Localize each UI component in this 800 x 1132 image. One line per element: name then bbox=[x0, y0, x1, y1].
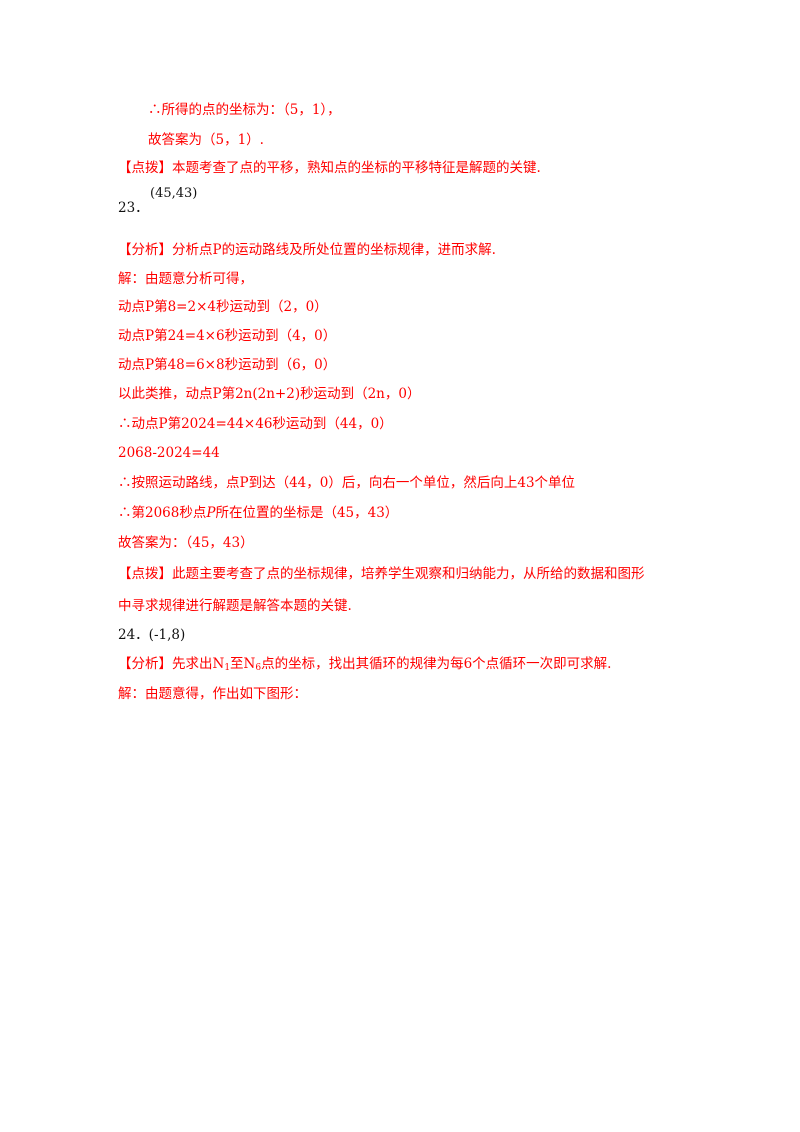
subscript: 6 bbox=[255, 663, 262, 673]
question-23-answer: (45,43) bbox=[150, 186, 198, 201]
text-line: ∴动点P第2024=44×46秒运动到（44，0） bbox=[118, 416, 393, 432]
analysis-line: 【分析】先求出N1至N6点的坐标，找出其循环的规律为每6个点循环一次即可求解. bbox=[118, 655, 611, 677]
text-line: 动点P第48=6×8秒运动到（6，0） bbox=[118, 357, 337, 373]
text-line: 故答案为：（45，43） bbox=[118, 535, 254, 551]
text-line: 2068-2024=44 bbox=[118, 445, 220, 461]
text-span: 先求出N bbox=[172, 656, 225, 672]
analysis-tag: 【分析】 bbox=[118, 656, 172, 672]
question-24-line: 24．(-1,8) bbox=[118, 627, 186, 643]
text-span: 点的坐标，找出其循环的规律为每6个点循环一次即可求解. bbox=[261, 656, 612, 672]
text-line: ∴第2068秒点P所在位置的坐标是（45，43） bbox=[118, 504, 398, 522]
text-line: ∴所得的点的坐标为：（5，1）， bbox=[148, 102, 341, 118]
tip-tag: 【点拨】 bbox=[118, 160, 172, 176]
text-line: 以此类推，动点P第2n(2n+2)秒运动到（2n，0） bbox=[118, 386, 421, 402]
question-23-number: 23． bbox=[118, 200, 149, 216]
subscript: 1 bbox=[224, 663, 231, 673]
analysis-line: 【分析】分析点P的运动路线及所处位置的坐标规律，进而求解. bbox=[118, 241, 496, 259]
text-span: 所在位置的坐标是（45，43） bbox=[215, 505, 399, 521]
text-span: ∴第2068秒点 bbox=[118, 505, 207, 521]
tip-text: 此题主要考查了点的坐标规律，培养学生观察和归纳能力，从所给的数据和图形 bbox=[172, 566, 645, 582]
analysis-tag: 【分析】 bbox=[118, 242, 172, 258]
tip-text: 本题考查了点的平移，熟知点的坐标的平移特征是解题的关键. bbox=[172, 160, 541, 176]
text-line: ∴按照运动路线，点P到达（44，0）后，向右一个单位，然后向上43个单位 bbox=[118, 475, 576, 491]
tip-line: 【点拨】本题考查了点的平移，熟知点的坐标的平移特征是解题的关键. bbox=[118, 159, 541, 177]
tip-tag: 【点拨】 bbox=[118, 566, 172, 582]
text-line: 动点P第8=2×4秒运动到（2，0） bbox=[118, 299, 328, 315]
text-line: 解：由题意分析可得， bbox=[118, 271, 253, 287]
tip-line: 【点拨】此题主要考查了点的坐标规律，培养学生观察和归纳能力，从所给的数据和图形 bbox=[118, 565, 645, 583]
text-line: 中寻求规律进行解题是解答本题的关键. bbox=[118, 598, 352, 614]
analysis-text: 分析点P的运动路线及所处位置的坐标规律，进而求解. bbox=[172, 242, 496, 258]
text-line: 动点P第24=4×6秒运动到（4，0） bbox=[118, 328, 337, 344]
text-line: 故答案为（5，1）. bbox=[148, 132, 264, 148]
text-line: 解：由题意得，作出如下图形： bbox=[118, 686, 307, 702]
text-span: 至N bbox=[230, 656, 256, 672]
italic-p: P bbox=[206, 505, 216, 521]
